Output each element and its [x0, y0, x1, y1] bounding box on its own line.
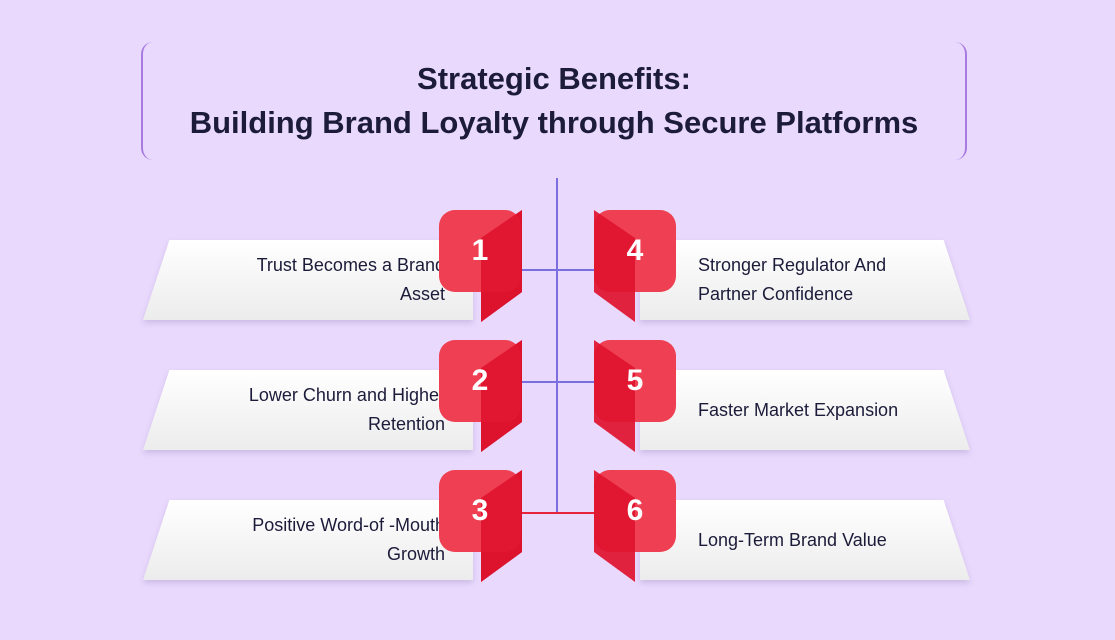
number-badge-5: 5: [594, 340, 684, 452]
title-box: Strategic Benefits: Building Brand Loyal…: [141, 42, 967, 160]
benefit-text-3: Positive Word-of -Mouth Growth: [252, 515, 445, 564]
badge-number-3: 3: [471, 494, 489, 527]
benefit-text-1: Trust Becomes a Brand Asset: [256, 255, 445, 304]
benefit-text-4: Stronger Regulator And Partner Confidenc…: [698, 255, 887, 304]
number-badge-1: 1: [439, 210, 529, 322]
badge-number-2: 2: [471, 364, 489, 397]
benefit-card-4: Stronger Regulator And Partner Confidenc…: [640, 240, 970, 320]
title-line-1: Strategic Benefits:: [417, 61, 691, 96]
number-badge-3: 3: [439, 470, 529, 582]
benefit-text-5: Faster Market Expansion: [698, 399, 899, 420]
badge-number-4: 4: [626, 234, 644, 267]
number-badge-6: 6: [594, 470, 684, 582]
benefit-card-6: Long-Term Brand Value: [640, 500, 970, 580]
benefit-text-6: Long-Term Brand Value: [698, 529, 887, 550]
number-badge-4: 4: [594, 210, 684, 322]
badge-number-5: 5: [626, 364, 644, 397]
title-line-2: Building Brand Loyalty through Secure Pl…: [189, 105, 919, 140]
benefit-card-5: Faster Market Expansion: [640, 370, 970, 450]
benefit-text-2: Lower Churn and Higher Retention: [248, 385, 445, 434]
benefit-card-3: Positive Word-of -Mouth Growth: [143, 500, 473, 580]
badge-number-6: 6: [626, 494, 644, 527]
number-badge-2: 2: [439, 340, 529, 452]
badge-number-1: 1: [471, 234, 489, 267]
benefit-card-1: Trust Becomes a Brand Asset: [143, 240, 473, 320]
benefit-card-2: Lower Churn and Higher Retention: [143, 370, 473, 450]
